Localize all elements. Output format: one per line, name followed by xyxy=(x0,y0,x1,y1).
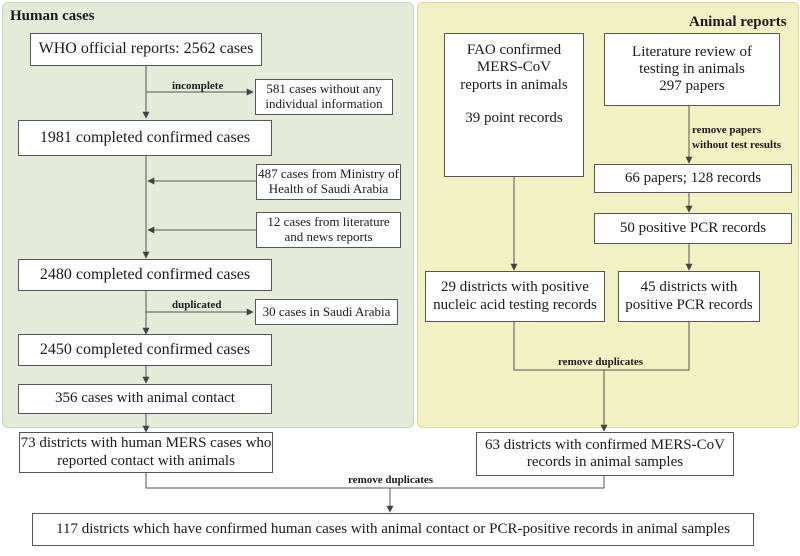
fao-box: FAO confirmed MERS-CoV reports in animal… xyxy=(444,33,584,177)
duplicated-label: duplicated xyxy=(172,299,222,311)
incomplete-label: incomplete xyxy=(172,80,224,92)
who-reports-box: WHO official reports: 2562 cases xyxy=(30,33,262,66)
completed-1981-box: 1981 completed confirmed cases xyxy=(18,120,272,156)
papers-records-box: 66 papers; 128 records xyxy=(594,164,792,193)
animal-panel-title: Animal reports xyxy=(689,14,787,30)
animal-contact-box: 356 cases with animal contact xyxy=(18,384,272,414)
human-districts-box: 73 districts with human MERS cases who r… xyxy=(19,432,273,473)
animal-districts-box: 63 districts with confirmed MERS-CoV rec… xyxy=(476,432,734,476)
fao-points: 39 point records xyxy=(465,109,563,126)
lit-review-title: Literature review of testing in animals xyxy=(632,43,752,77)
merge-animal-districts xyxy=(513,322,690,371)
literature-review-box: Literature review of testing in animals … xyxy=(604,33,780,106)
saudi-duplicate-box: 30 cases in Saudi Arabia xyxy=(255,299,398,325)
completed-2450-box: 2450 completed confirmed cases xyxy=(18,334,272,366)
fao-title: FAO confirmed MERS-CoV reports in animal… xyxy=(460,42,568,93)
remove-duplicates-final-label: remove duplicates xyxy=(348,474,434,486)
pcr-records-box: 50 positive PCR records xyxy=(594,213,792,244)
lit-review-papers: 297 papers xyxy=(659,78,725,95)
completed-2480-box: 2480 completed confirmed cases xyxy=(18,259,272,291)
human-panel-title: Human cases xyxy=(10,8,95,24)
no-info-box: 581 cases without any individual informa… xyxy=(255,79,393,115)
literature-news-box: 12 cases from literature and news report… xyxy=(256,212,401,248)
nucleic-districts-box: 29 districts with positive nucleic acid … xyxy=(425,271,605,322)
final-districts-box: 117 districts which have confirmed human… xyxy=(32,513,754,546)
ministry-box: 487 cases from Ministry of Health of Sau… xyxy=(256,164,401,200)
pcr-districts-box: 45 districts with positive PCR records xyxy=(618,271,760,322)
remove-duplicates-animal-label: remove duplicates xyxy=(558,356,644,368)
merge-bottom xyxy=(145,473,605,489)
remove-papers-label: remove papers without test results xyxy=(692,124,782,151)
